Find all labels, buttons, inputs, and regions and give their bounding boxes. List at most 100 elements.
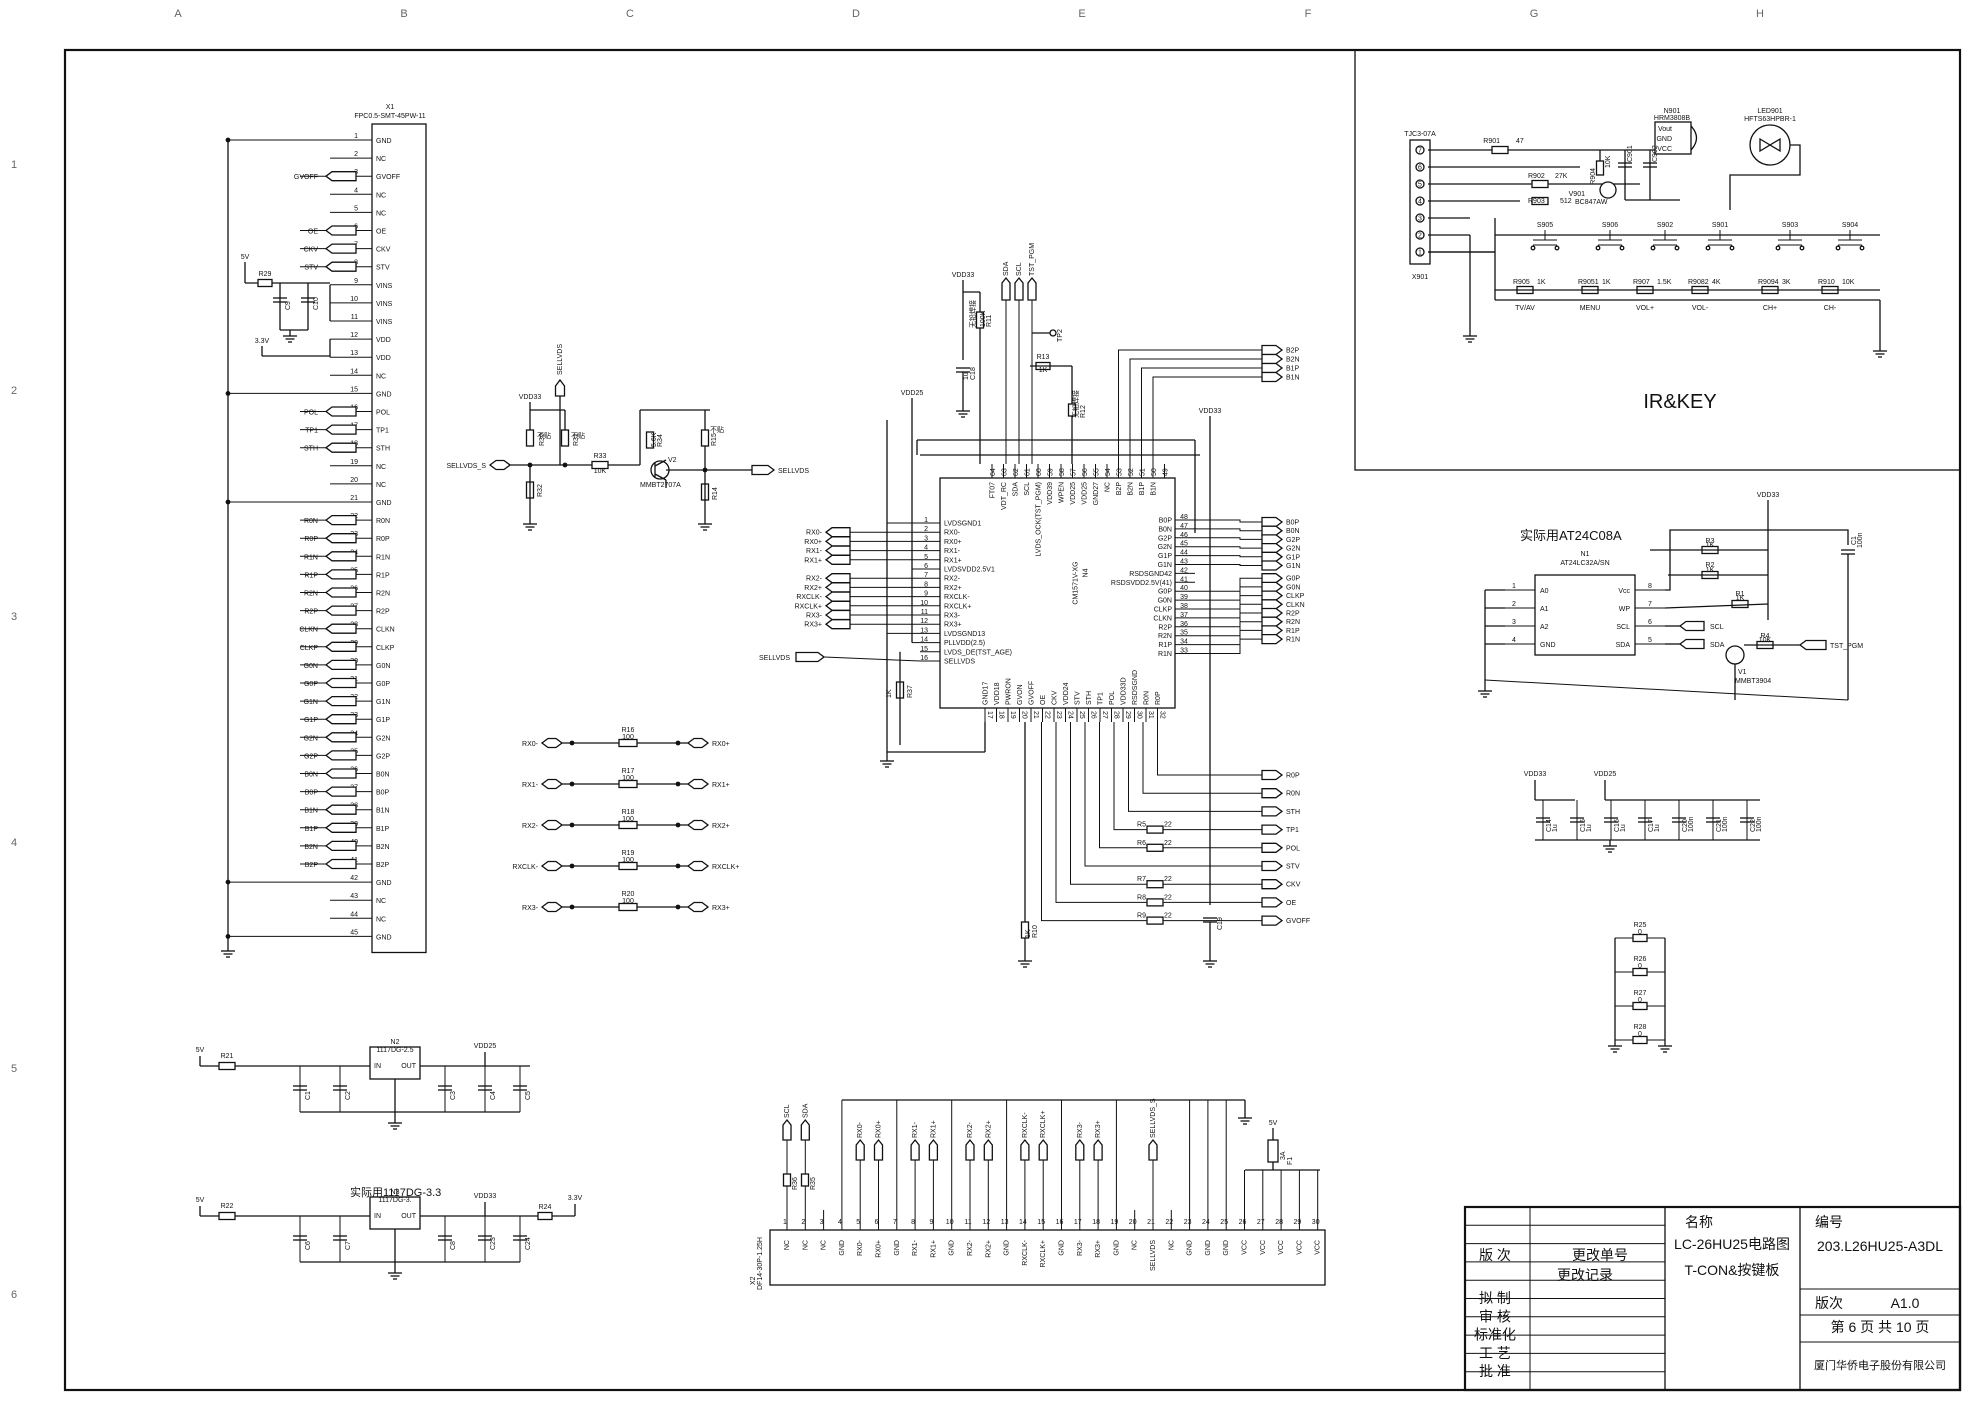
x2-net-label: RX2- [967, 1121, 974, 1138]
x2-net-label: RX1+ [930, 1120, 937, 1138]
ic-bottom-pin-num: 21 [1032, 711, 1039, 719]
net-flag [324, 587, 357, 598]
wire [654, 459, 667, 467]
net-flag [540, 901, 564, 913]
x2-pin-num: 9 [929, 1219, 933, 1226]
x1-pin-name: STV [376, 265, 390, 272]
reg-cap-ref: C6 [305, 1241, 312, 1250]
lvds-r30 [525, 429, 535, 447]
ic-right-pin-name: G0N [1158, 598, 1172, 605]
ic-bottom-val: 22 [1164, 894, 1172, 901]
net-flag [1261, 599, 1284, 610]
ic-top-pin-name: WPEN [1059, 482, 1066, 503]
ic-top-pin-name: VDD39 [1047, 482, 1054, 505]
ic-right-net: R1P [1286, 628, 1300, 635]
ir-sw-ref: S901 [1712, 222, 1728, 229]
decoup-cap [1604, 817, 1618, 823]
eeprom-left-pin-num: 1 [1512, 583, 1516, 590]
net-flag [488, 459, 512, 471]
x1-pin-name: VDD [376, 337, 391, 344]
ic-left-pin-num: 12 [920, 618, 928, 625]
x1-net-label: R2N [304, 591, 318, 598]
x1-pin-num: 20 [350, 477, 358, 484]
ic-right-pin-name: R2P [1158, 624, 1172, 631]
zone-col-label: B [400, 8, 407, 20]
ic-c18-ref: C18 [970, 367, 977, 380]
x2-net-label: RX0+ [876, 1120, 883, 1138]
x1-pin-name: POL [376, 410, 390, 417]
x1-net-label: B2P [305, 862, 319, 869]
ic-bottom-pin-num: 18 [998, 711, 1005, 719]
ic-bottom-pin-num: 28 [1113, 711, 1120, 719]
wire [1195, 595, 1262, 610]
x2-pin-name: GND [1223, 1240, 1230, 1256]
ic-right-net: CLKN [1286, 602, 1305, 609]
ic-right-pin-num: 45 [1180, 541, 1188, 548]
eeprom-body [1534, 574, 1636, 656]
eeprom-right-pin-name: WP [1619, 606, 1631, 613]
x2-pin-name: GND [949, 1240, 956, 1256]
zone-row-label: 1 [11, 159, 17, 171]
x1-pin-name: B0P [376, 790, 390, 797]
x2-pin-name: GND [1059, 1240, 1066, 1256]
ir-r902 [1531, 179, 1549, 189]
title-sign-row: 拟 制 [1479, 1290, 1511, 1306]
decoup-cap [1672, 817, 1686, 823]
net-flag [1261, 633, 1284, 645]
series-left-label: RX3- [522, 905, 539, 912]
lvds-r34-val: 5.6K [651, 432, 658, 447]
net-flag [1261, 581, 1284, 593]
wire [1113, 722, 1262, 831]
x1-pin-name: R1N [376, 554, 390, 561]
zone-row-label: 5 [11, 1063, 17, 1075]
x1-pin-name: OE [376, 229, 386, 236]
x2-net-flag [873, 1138, 884, 1161]
ir-sw-ref: S906 [1602, 222, 1618, 229]
ir-r904-val: 10K [1605, 155, 1612, 168]
ir-n901 [1654, 121, 1692, 155]
x1-3v3-label: 3.3V [255, 338, 270, 345]
net-flag [1678, 620, 1705, 632]
ground-symbol [283, 330, 297, 343]
ic-c19 [1203, 917, 1217, 923]
x2-net-label: RX2+ [985, 1120, 992, 1138]
net-flag [324, 750, 357, 761]
ic-left-pin-name: PLLVDD(2.5) [944, 640, 985, 647]
x1-pin-name: CLKP [376, 645, 395, 652]
net-flag [824, 609, 851, 621]
ir-key-r-ref: R9094 [1758, 279, 1779, 286]
net-flag [1261, 625, 1284, 636]
series-val: 100 [622, 775, 634, 782]
ic-bottom-pin-name: VDD24 [1063, 682, 1070, 705]
x2-vcc-label: 5V [1269, 1120, 1278, 1127]
reg-ref: N2 [391, 1039, 400, 1046]
ground-symbol [1608, 1040, 1622, 1053]
x2-pin-name: VCC [1260, 1240, 1267, 1255]
x2-r35 [800, 1173, 810, 1187]
ic-bottom-pin-num: 30 [1136, 711, 1143, 719]
ir-conn-pin [1415, 247, 1425, 257]
eeprom-n1: 实际用AT24C08AN1AT24LC32A/SN1A02A13A24GND8V… [1478, 492, 1864, 701]
x1-net-label: G2N [304, 735, 318, 742]
ic-left-pin-name: RX1+ [944, 557, 962, 564]
ir-r903-val: 512 [1560, 198, 1572, 205]
x1-net-label: POL [304, 410, 318, 417]
ir-key-label: CH- [1824, 305, 1837, 312]
net-flag [824, 527, 851, 538]
x1-pin-name: CLKN [376, 627, 395, 634]
ground-symbol [1238, 1112, 1252, 1125]
ir-key-r-val: 1K [1602, 279, 1611, 286]
series-val: 100 [622, 734, 634, 741]
x2-pin-num: 10 [946, 1219, 954, 1226]
x1-net-label: G0N [304, 663, 318, 670]
eeprom-right-pin-name: SCL [1616, 624, 1630, 631]
ic-r11-ref: R11 [986, 315, 993, 327]
decoup-cap [1570, 817, 1584, 823]
net-flag [324, 424, 357, 435]
reg-input-resistor [218, 1061, 236, 1071]
series-val: 100 [622, 898, 634, 905]
ic-top-bus-flag [1014, 276, 1024, 301]
ir-sw-contact-2 [1859, 245, 1865, 251]
x2-pin-name: SELLVDS [1150, 1240, 1157, 1271]
lvds-nc-label-2: 不贴 [571, 431, 585, 440]
